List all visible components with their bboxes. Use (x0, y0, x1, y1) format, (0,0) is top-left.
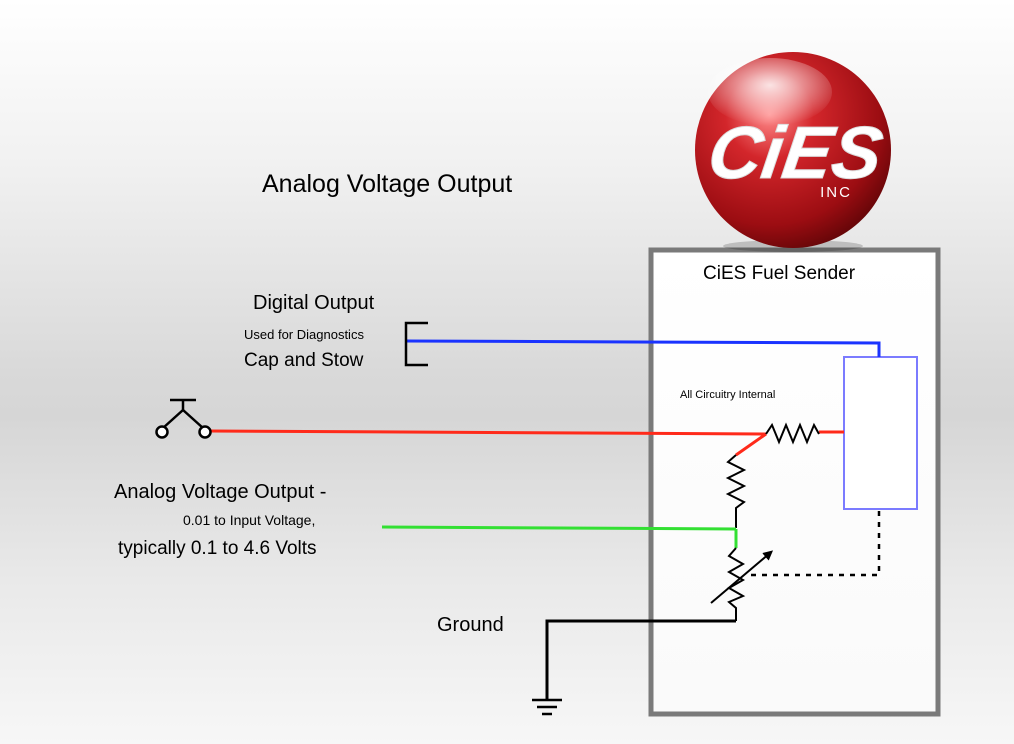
digital-output-wire (405, 339, 881, 357)
logo-inc: INC (820, 184, 852, 201)
sender-label: CiES Fuel Sender (703, 263, 856, 284)
internal-circuitry-label: All Circuitry Internal (680, 389, 776, 401)
logo-sphere-icon: CiES INC (695, 52, 891, 252)
digital-output-subtitle: Used for Diagnostics (244, 327, 364, 342)
variable-resistor-icon (726, 547, 746, 621)
analog-output-label: Analog Voltage Output - (114, 481, 327, 503)
switch-icon (155, 398, 212, 439)
diagram-title: Analog Voltage Output (262, 170, 513, 198)
analog-output-wire (381, 525, 738, 548)
digital-output-bracket (404, 321, 428, 367)
digital-output-label: Digital Output (253, 292, 375, 314)
ground-symbol-icon (532, 698, 562, 716)
digital-output-note: Cap and Stow (244, 350, 364, 371)
logo-mark: CiES (703, 111, 887, 194)
resistor-vertical-icon (725, 454, 747, 528)
power-input-wire (209, 429, 844, 457)
ground-wire (545, 619, 736, 699)
potentiometer-arrow (710, 550, 774, 604)
sensor-block (843, 356, 918, 510)
resistor-icon (765, 422, 820, 445)
analog-output-typical: typically 0.1 to 4.6 Volts (118, 538, 317, 559)
analog-output-range: 0.01 to Input Voltage, (183, 512, 316, 528)
ground-label: Ground (437, 614, 504, 636)
